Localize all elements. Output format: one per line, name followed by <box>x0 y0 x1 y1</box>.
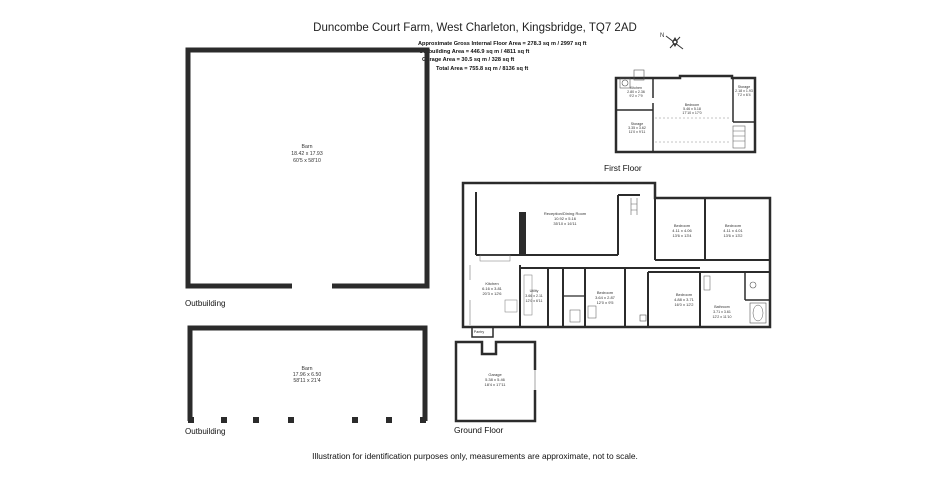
room-dims-imperial: 9'2 x 7'9 <box>629 94 642 98</box>
room-dims-metric: 2.18 x 1.93 <box>735 89 753 93</box>
room-dims-metric: 17.96 x 6.50 <box>293 372 322 378</box>
room-dims-imperial: 20'3 x 12'6 <box>482 291 502 296</box>
room-dims-metric: 10.92 x 5.16 <box>554 216 577 221</box>
room-label: Bedroom <box>597 290 614 295</box>
outbuilding-label: Outbuilding <box>185 299 226 308</box>
room-dims-metric: 5.46 x 5.18 <box>683 107 701 111</box>
room-label: Storage <box>738 85 751 89</box>
room-dims-imperial: 12'0 x 9'5 <box>597 300 615 305</box>
room-dims-metric: 2.80 x 2.36 <box>627 90 645 94</box>
room-label: Bedroom <box>674 223 691 228</box>
room-dims-metric: 3.35 x 3.62 <box>628 126 646 130</box>
room-label: Bedroom <box>685 103 700 107</box>
room-label: Pantry <box>474 330 485 334</box>
room-label: Bedroom <box>676 292 693 297</box>
room-dims-imperial: 35'10 x 16'11 <box>553 221 577 226</box>
outbuilding-label: Outbuilding <box>185 427 226 436</box>
room-dims-metric: 4.11 x 4.06 <box>672 228 692 233</box>
ground-floor-plan: Reception/Dining Room 10.92 x 5.16 35'10… <box>454 181 772 423</box>
barn-1: Barn 18.42 x 17.93 60'5 x 58'10 <box>185 47 430 291</box>
room-label: Reception/Dining Room <box>544 211 587 216</box>
area-line: Total Area = 755.8 sq m / 8136 sq ft <box>436 65 529 72</box>
room-dims-imperial: 58'11 x 21'4 <box>293 378 320 384</box>
room-dims-imperial: 13'6 x 13'2 <box>723 233 743 238</box>
room-dims-metric: 4.88 x 3.71 <box>674 297 695 302</box>
room-label: Barn <box>302 144 313 150</box>
room-dims-metric: 3.71 x 3.61 <box>713 310 731 314</box>
room-dims-imperial: 13'6 x 13'4 <box>672 233 692 238</box>
room-label: Kitchen <box>485 281 498 286</box>
compass-north-label: N <box>660 33 664 39</box>
disclaimer: Illustration for identification purposes… <box>312 451 638 461</box>
room-dims-metric: 18.42 x 17.93 <box>291 151 323 157</box>
room-dims-metric: 4.11 x 4.01 <box>723 228 743 233</box>
area-line: Outbuilding Area = 446.9 sq m / 4811 sq … <box>419 49 530 56</box>
room-dims-metric: 5.38 x 5.46 <box>485 377 506 382</box>
room-dims-metric: 6.16 x 3.81 <box>482 286 503 291</box>
room-dims-imperial: 60'5 x 58'10 <box>293 158 321 164</box>
ground-floor-label: Ground Floor <box>454 425 504 435</box>
room-label: Storage <box>631 122 644 126</box>
room-label: Bedroom <box>725 223 742 228</box>
barn-2: Barn 17.96 x 6.50 58'11 x 21'4 <box>187 325 428 423</box>
room-dims-imperial: 12'2 x 11'10 <box>713 315 732 319</box>
room-dims-imperial: 12'0 x 6'11 <box>526 299 543 303</box>
room-label: Kitchen <box>630 86 642 90</box>
room-dims-imperial: 11'0 x 9'11 <box>629 130 646 134</box>
room-label: Bathroom <box>714 305 730 309</box>
room-dims-imperial: 18'4 x 17'11 <box>484 382 506 387</box>
area-line: Approximate Gross Internal Floor Area = … <box>418 41 587 47</box>
area-line: Garage Area = 30.5 sq m / 328 sq ft <box>422 57 515 64</box>
first-floor-plan: Kitchen 2.80 x 2.36 9'2 x 7'9 Bedroom 5.… <box>614 69 757 154</box>
compass-icon: N <box>660 33 684 50</box>
room-label: Utility <box>530 289 539 293</box>
first-floor-label: First Floor <box>604 163 642 173</box>
room-dims-imperial: 7'2 x 6'4 <box>737 93 750 97</box>
page-title: Duncombe Court Farm, West Charleton, Kin… <box>313 22 637 34</box>
room-dims-imperial: 16'0 x 12'2 <box>674 302 694 307</box>
room-label: Garage <box>488 372 502 377</box>
area-summary: Approximate Gross Internal Floor Area = … <box>418 40 586 73</box>
room-dims-metric: 3.64 x 2.87 <box>595 295 616 300</box>
room-dims-metric: 3.66 x 2.11 <box>525 294 543 298</box>
room-label: Barn <box>302 366 313 372</box>
room-dims-imperial: 17'10 x 17'0 <box>682 111 701 115</box>
